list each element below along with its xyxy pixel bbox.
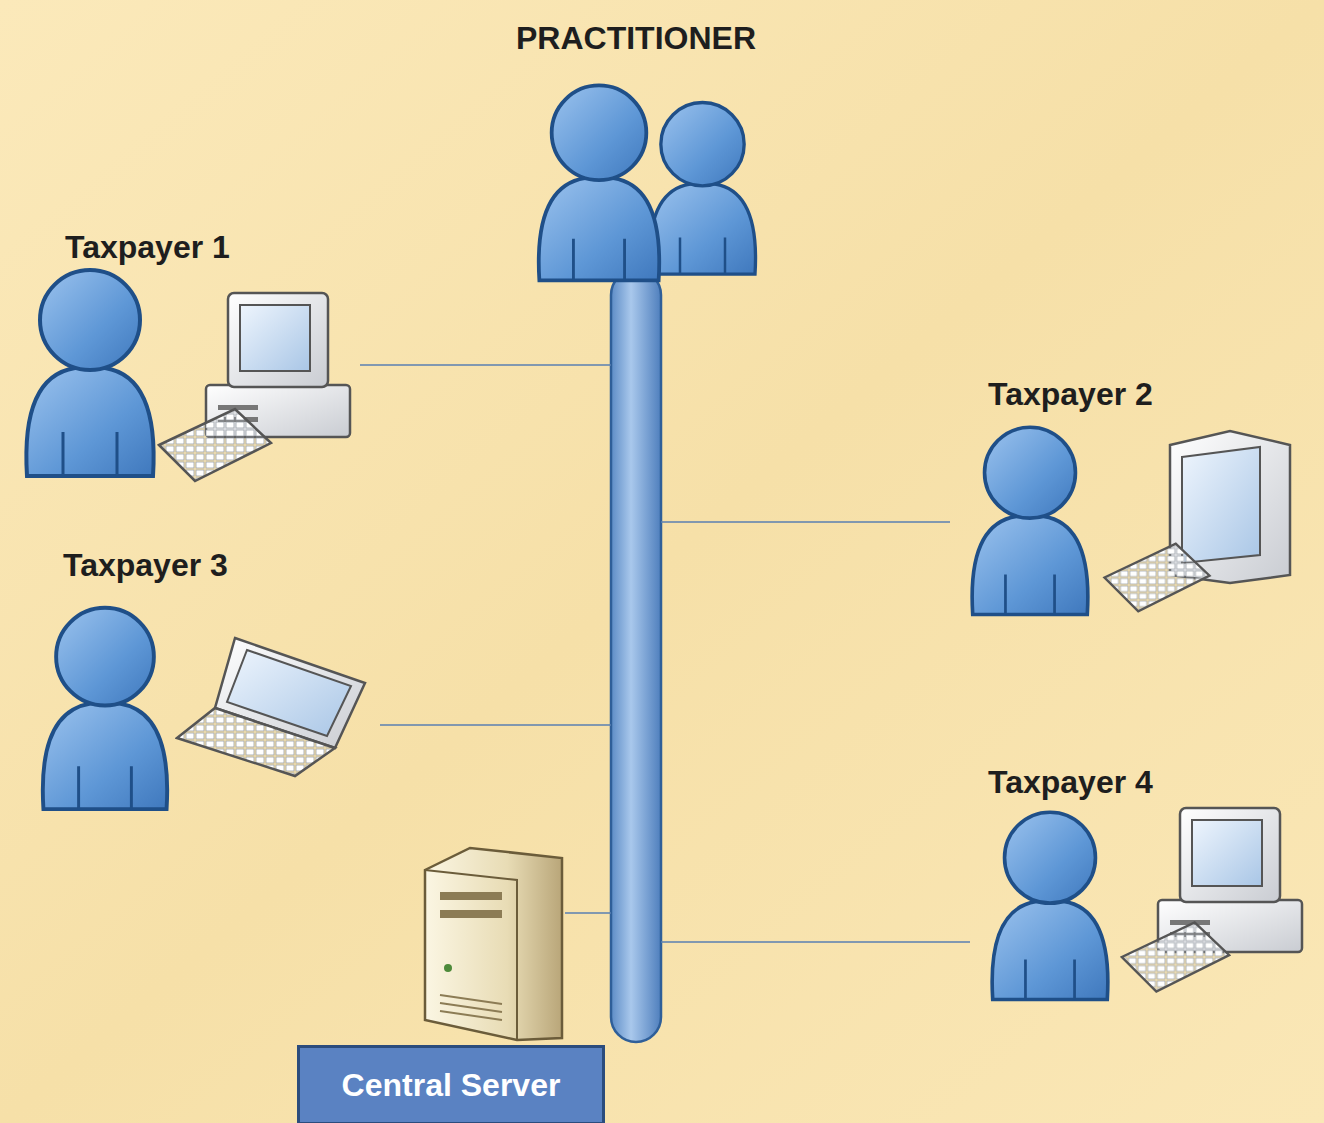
bus-pipe [611, 270, 661, 1042]
laptop [177, 638, 365, 776]
taxpayer-1-icons [26, 270, 350, 481]
network-link [661, 521, 950, 523]
person-icon [43, 608, 167, 809]
taxpayer-label: Taxpayer 1 [65, 229, 230, 266]
server-node: Central Server [415, 845, 565, 1043]
server-case [425, 848, 562, 1040]
network-link [360, 364, 611, 366]
taxpayer-2-icons [972, 427, 1290, 614]
person-icon [972, 427, 1088, 614]
person-icon [26, 270, 153, 476]
bus-pipe-body [611, 270, 661, 1042]
server-drive [440, 910, 502, 918]
network-link [380, 724, 611, 726]
taxpayer-label: Taxpayer 3 [63, 547, 228, 584]
practitioner-icon [539, 85, 756, 280]
role-title: PRACTITIONER [516, 20, 756, 57]
taxpayer-3-icons [43, 608, 365, 809]
taxpayer-node: Taxpayer 1 [10, 225, 360, 485]
server-label-box: Central Server [297, 1045, 605, 1123]
person-icon [649, 103, 755, 275]
taxpayer-node: Taxpayer 3 [25, 543, 380, 815]
person-icon [539, 85, 660, 280]
taxpayer-node: Taxpayer 4 [970, 760, 1310, 1005]
taxpayer-4-icons [992, 808, 1302, 1000]
keyboard [1122, 923, 1229, 992]
keyboard [159, 409, 271, 481]
node-label: Central Server [342, 1067, 561, 1104]
network-link [661, 941, 970, 943]
server-vents [440, 995, 502, 1020]
taxpayer-label: Taxpayer 2 [988, 376, 1153, 413]
person-icon [992, 812, 1108, 999]
practitioner-bus: PRACTITIONER [611, 20, 661, 1042]
server-drive [440, 892, 502, 900]
taxpayer-node: Taxpayer 2 [950, 372, 1305, 617]
server-tower [425, 848, 562, 1040]
keyboard [1105, 544, 1210, 612]
taxpayer-label: Taxpayer 4 [988, 764, 1153, 801]
server-led [444, 964, 452, 972]
server-edge [425, 870, 517, 1040]
network-link [565, 912, 611, 914]
